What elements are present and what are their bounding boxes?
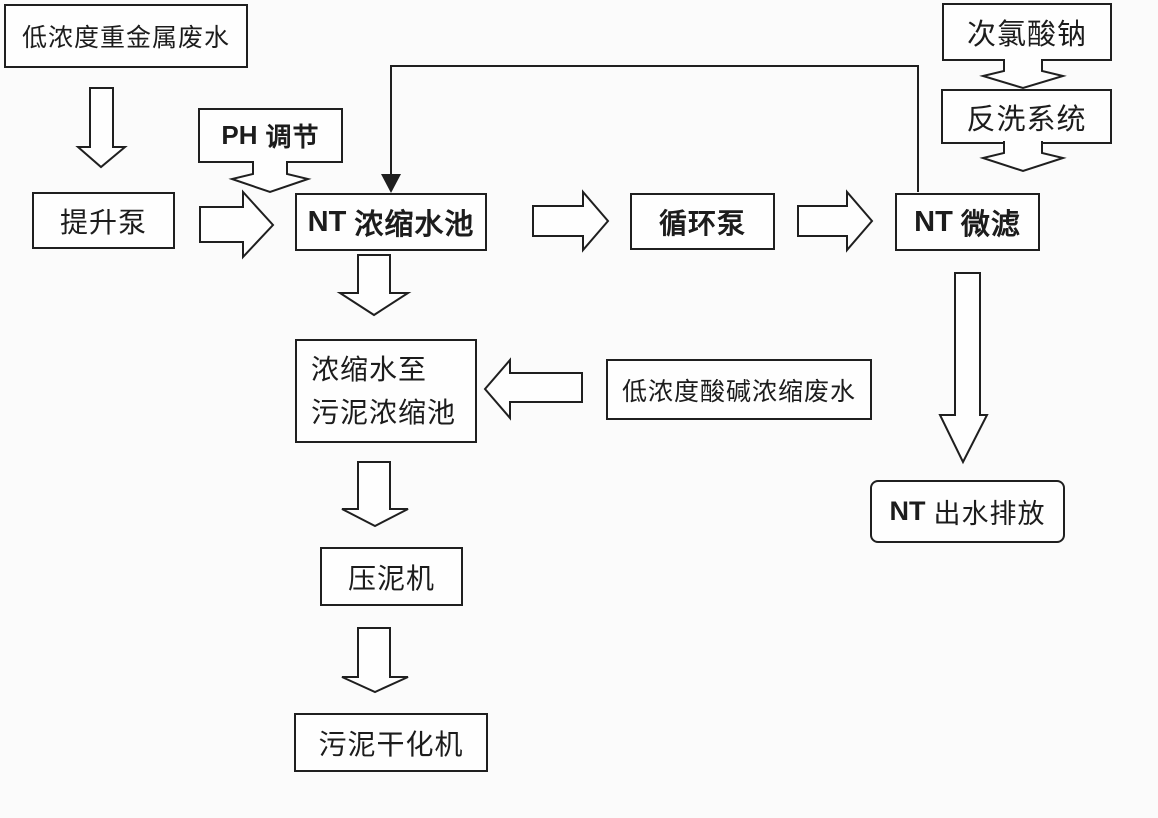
node-circulation-pump: 循环泵 xyxy=(630,193,775,250)
down-arrow-mudpress-to-dryer-icon xyxy=(341,627,409,694)
node-nt-effluent-discharge: NT 出水排放 xyxy=(870,480,1065,543)
merge-arrow-naclo-to-backwash-icon xyxy=(979,59,1067,90)
node-nt-discharge-prefix: NT xyxy=(889,496,926,526)
node-ph-adjust-prefix: PH xyxy=(221,120,258,150)
node-conc-water-line1: 浓缩水至 xyxy=(311,353,428,385)
backwash-return-arrowhead-icon xyxy=(381,174,401,193)
node-lift-pump-label: 提升泵 xyxy=(59,206,147,238)
right-arrow-liftpump-to-pool-icon xyxy=(199,189,275,260)
down-arrow-concwater-to-mudpress-icon xyxy=(341,461,409,528)
node-mud-press: 压泥机 xyxy=(320,547,463,606)
node-nt-mf-label: 微滤 xyxy=(960,209,1021,241)
node-conc-water-line2: 污泥浓缩池 xyxy=(311,397,457,428)
node-backwash-label: 反洗系统 xyxy=(966,103,1087,136)
node-nt-pool-prefix: NT xyxy=(307,205,347,238)
node-mud-press-label: 压泥机 xyxy=(347,562,435,594)
node-ph-adjust-label: 调节 xyxy=(265,122,320,152)
backwash-return-line xyxy=(390,65,919,192)
down-arrow-pool-to-concwater-icon xyxy=(336,254,412,317)
node-concentrated-water-to-sludge-pool: 浓缩水至 污泥浓缩池 xyxy=(295,339,477,443)
down-arrow-heavymetal-to-liftpump-icon xyxy=(75,87,128,169)
node-heavy-metal-label: 低浓度重金属废水 xyxy=(21,24,230,52)
down-arrow-mf-to-discharge-icon xyxy=(938,272,989,465)
node-heavy-metal-wastewater: 低浓度重金属废水 xyxy=(4,4,248,68)
right-arrow-pool-to-circpump-icon xyxy=(532,189,610,253)
node-ph-adjust: PH 调节 xyxy=(198,108,343,163)
node-acid-alkali-concentrated-wastewater: 低浓度酸碱浓缩废水 xyxy=(606,359,872,420)
node-sludge-dryer: 污泥干化机 xyxy=(294,713,488,772)
node-backwash-system: 反洗系统 xyxy=(941,89,1112,144)
node-circ-pump-label: 循环泵 xyxy=(658,207,746,239)
node-nt-microfiltration: NT 微滤 xyxy=(895,193,1040,251)
node-lift-pump: 提升泵 xyxy=(32,192,175,249)
node-nt-concentration-pool: NT 浓缩水池 xyxy=(295,193,487,251)
node-sludge-dryer-label: 污泥干化机 xyxy=(318,728,464,760)
node-acid-waste-label: 低浓度酸碱浓缩废水 xyxy=(621,377,856,406)
node-naclo-label: 次氯酸钠 xyxy=(966,19,1087,51)
merge-arrow-ph-to-pool-icon xyxy=(228,161,312,194)
node-nt-discharge-label: 出水排放 xyxy=(933,499,1046,529)
left-arrow-acidwaste-to-concwater-icon xyxy=(483,357,583,421)
node-sodium-hypochlorite: 次氯酸钠 xyxy=(942,3,1112,61)
node-nt-pool-label: 浓缩水池 xyxy=(354,209,475,241)
node-nt-mf-prefix: NT xyxy=(914,205,953,238)
right-arrow-circpump-to-mf-icon xyxy=(797,189,874,253)
merge-arrow-backwash-to-mf-icon xyxy=(979,141,1067,173)
